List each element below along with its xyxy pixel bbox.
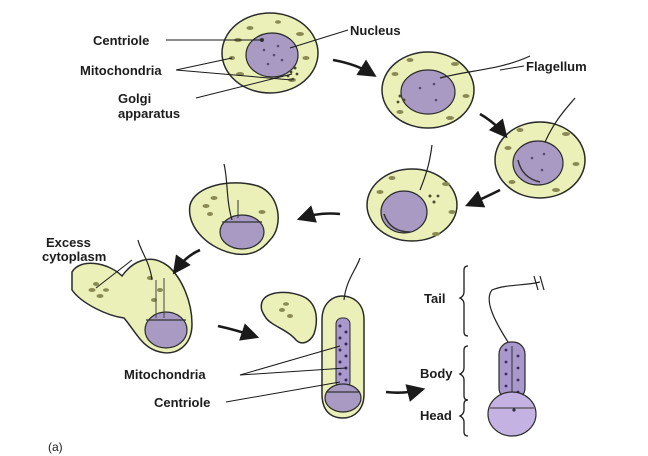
label-tail: Tail: [424, 291, 446, 306]
label-nucleus: Nucleus: [350, 23, 401, 38]
label-excess-line2: cytoplasm: [42, 249, 107, 264]
sperm-tail: [488, 281, 541, 343]
cell-3: [494, 97, 586, 199]
label-body: Body: [420, 366, 453, 381]
leader-lines: [95, 29, 525, 403]
label-golgi-line1: Golgi: [118, 91, 152, 106]
label-mitochondria-bottom: Mitochondria: [124, 367, 206, 382]
head-brace: [458, 399, 469, 437]
mature-sperm: [487, 275, 545, 437]
label-flagellum: Flagellum: [526, 59, 587, 74]
panel-label: (a): [48, 440, 63, 454]
label-centriole-bottom: Centriole: [154, 395, 211, 410]
cell-4: [366, 144, 458, 242]
cell-1-spermatid: [221, 12, 319, 94]
label-mitochondria-top: Mitochondria: [80, 63, 162, 78]
sperm-head: [487, 391, 537, 437]
label-head: Head: [420, 408, 452, 423]
cell-1-nucleus: [245, 32, 299, 78]
body-brace: [458, 345, 469, 401]
late-spermatid: [321, 257, 365, 419]
cell-2-flagellum: [439, 55, 531, 79]
label-centriole-top: Centriole: [93, 33, 150, 48]
region-braces: [458, 265, 469, 437]
tail-brace: [458, 265, 469, 337]
residual-body: [260, 291, 318, 344]
label-excess-line1: Excess: [46, 235, 91, 250]
cell-2: [381, 51, 531, 129]
flow-arrows: [172, 58, 508, 402]
label-golgi-line2: apparatus: [118, 106, 181, 121]
cell-5: [188, 163, 279, 256]
